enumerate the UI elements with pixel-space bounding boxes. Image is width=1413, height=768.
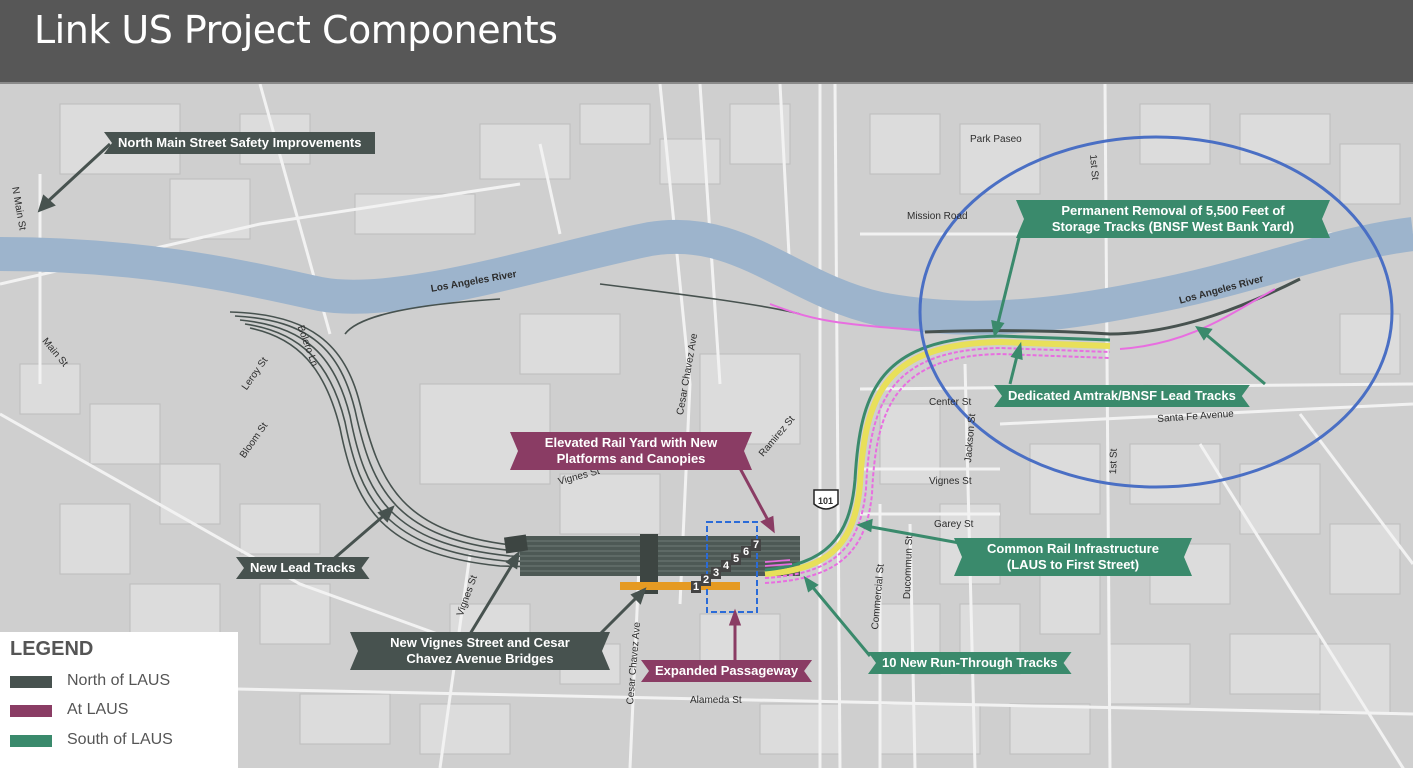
route-101-shield — [813, 489, 839, 510]
highlight-circle — [918, 135, 1394, 489]
callout-permanent-removal-line-2: Storage Tracks (BNSF West Bank Yard) — [1051, 219, 1295, 234]
callout-new-lead-tracks[interactable]: New Lead Tracks — [236, 557, 370, 579]
street-label-garey: Garey St — [934, 519, 974, 530]
project-map[interactable]: 101 1 2 3 4 5 6 7 N Main St Main St Lero… — [0, 84, 1413, 768]
platform-number: 4 — [721, 560, 732, 572]
callout-new-bridges-line-1: New Vignes Street and Cesar — [390, 635, 570, 650]
legend: LEGEND North of LAUS At LAUS South of LA… — [0, 632, 238, 768]
street-label-center: Center St — [929, 397, 972, 408]
legend-label: North of LAUS — [67, 672, 171, 689]
callout-elevated-rail-yard-line-2: Platforms and Canopies — [556, 451, 706, 466]
callout-expanded-passageway[interactable]: Expanded Passageway — [641, 660, 812, 682]
platform-number: 1 — [691, 581, 702, 593]
platform-number: 6 — [741, 546, 752, 558]
callout-new-bridges[interactable]: New Vignes Street and Cesar Chavez Avenu… — [350, 632, 610, 670]
callout-dedicated-lead-tracks[interactable]: Dedicated Amtrak/BNSF Lead Tracks — [994, 385, 1250, 407]
street-label-vignes-right: Vignes St — [929, 476, 972, 487]
legend-swatch — [10, 676, 52, 688]
route-101-label: 101 — [818, 496, 834, 506]
street-label-park-paseo: Park Paseo — [970, 134, 1022, 145]
street-label-ducommun: Ducommun St — [902, 535, 916, 600]
callout-elevated-rail-yard[interactable]: Elevated Rail Yard with New Platforms an… — [510, 432, 752, 470]
passageway-highlight-box — [706, 521, 758, 613]
legend-label: South of LAUS — [67, 731, 173, 748]
title-bar: Link US Project Components — [0, 0, 1413, 84]
callout-arrows — [37, 142, 1266, 664]
at-laus-tracks — [764, 559, 793, 567]
platform-number: 7 — [751, 539, 762, 551]
legend-swatch — [10, 705, 52, 717]
street-label-alameda: Alameda St — [690, 695, 742, 706]
platform-number: 2 — [701, 574, 712, 586]
north-lead-tracks — [229, 283, 801, 571]
callout-common-rail-line-1: Common Rail Infrastructure — [987, 541, 1159, 556]
platform-number: 3 — [711, 567, 722, 579]
callout-common-rail-line-2: (LAUS to First Street) — [1006, 557, 1140, 572]
street-label-mission: Mission Road — [907, 211, 968, 222]
legend-swatch — [10, 735, 52, 747]
los-angeles-river — [0, 217, 1413, 335]
callout-run-through-tracks[interactable]: 10 New Run-Through Tracks — [868, 652, 1072, 674]
page-title: Link US Project Components — [34, 8, 558, 52]
platform-number: 5 — [731, 553, 742, 565]
callout-permanent-removal[interactable]: Permanent Removal of 5,500 Feet of Stora… — [1016, 200, 1330, 238]
callout-new-bridges-line-2: Chavez Avenue Bridges — [406, 651, 554, 666]
callout-elevated-rail-yard-line-1: Elevated Rail Yard with New — [544, 435, 718, 450]
run-through-tracks — [764, 277, 1301, 584]
legend-title: LEGEND — [10, 638, 94, 660]
callout-permanent-removal-line-1: Permanent Removal of 5,500 Feet of — [1061, 203, 1285, 218]
callout-common-rail-infrastructure[interactable]: Common Rail Infrastructure (LAUS to Firs… — [954, 538, 1192, 576]
callout-north-main-street[interactable]: North Main Street Safety Improvements — [104, 132, 376, 154]
street-label-first-bottom: 1st St — [1108, 448, 1120, 475]
expanded-passageway-path — [620, 582, 740, 590]
legend-label: At LAUS — [67, 701, 129, 718]
street-label-first-top: 1st St — [1087, 154, 1101, 181]
